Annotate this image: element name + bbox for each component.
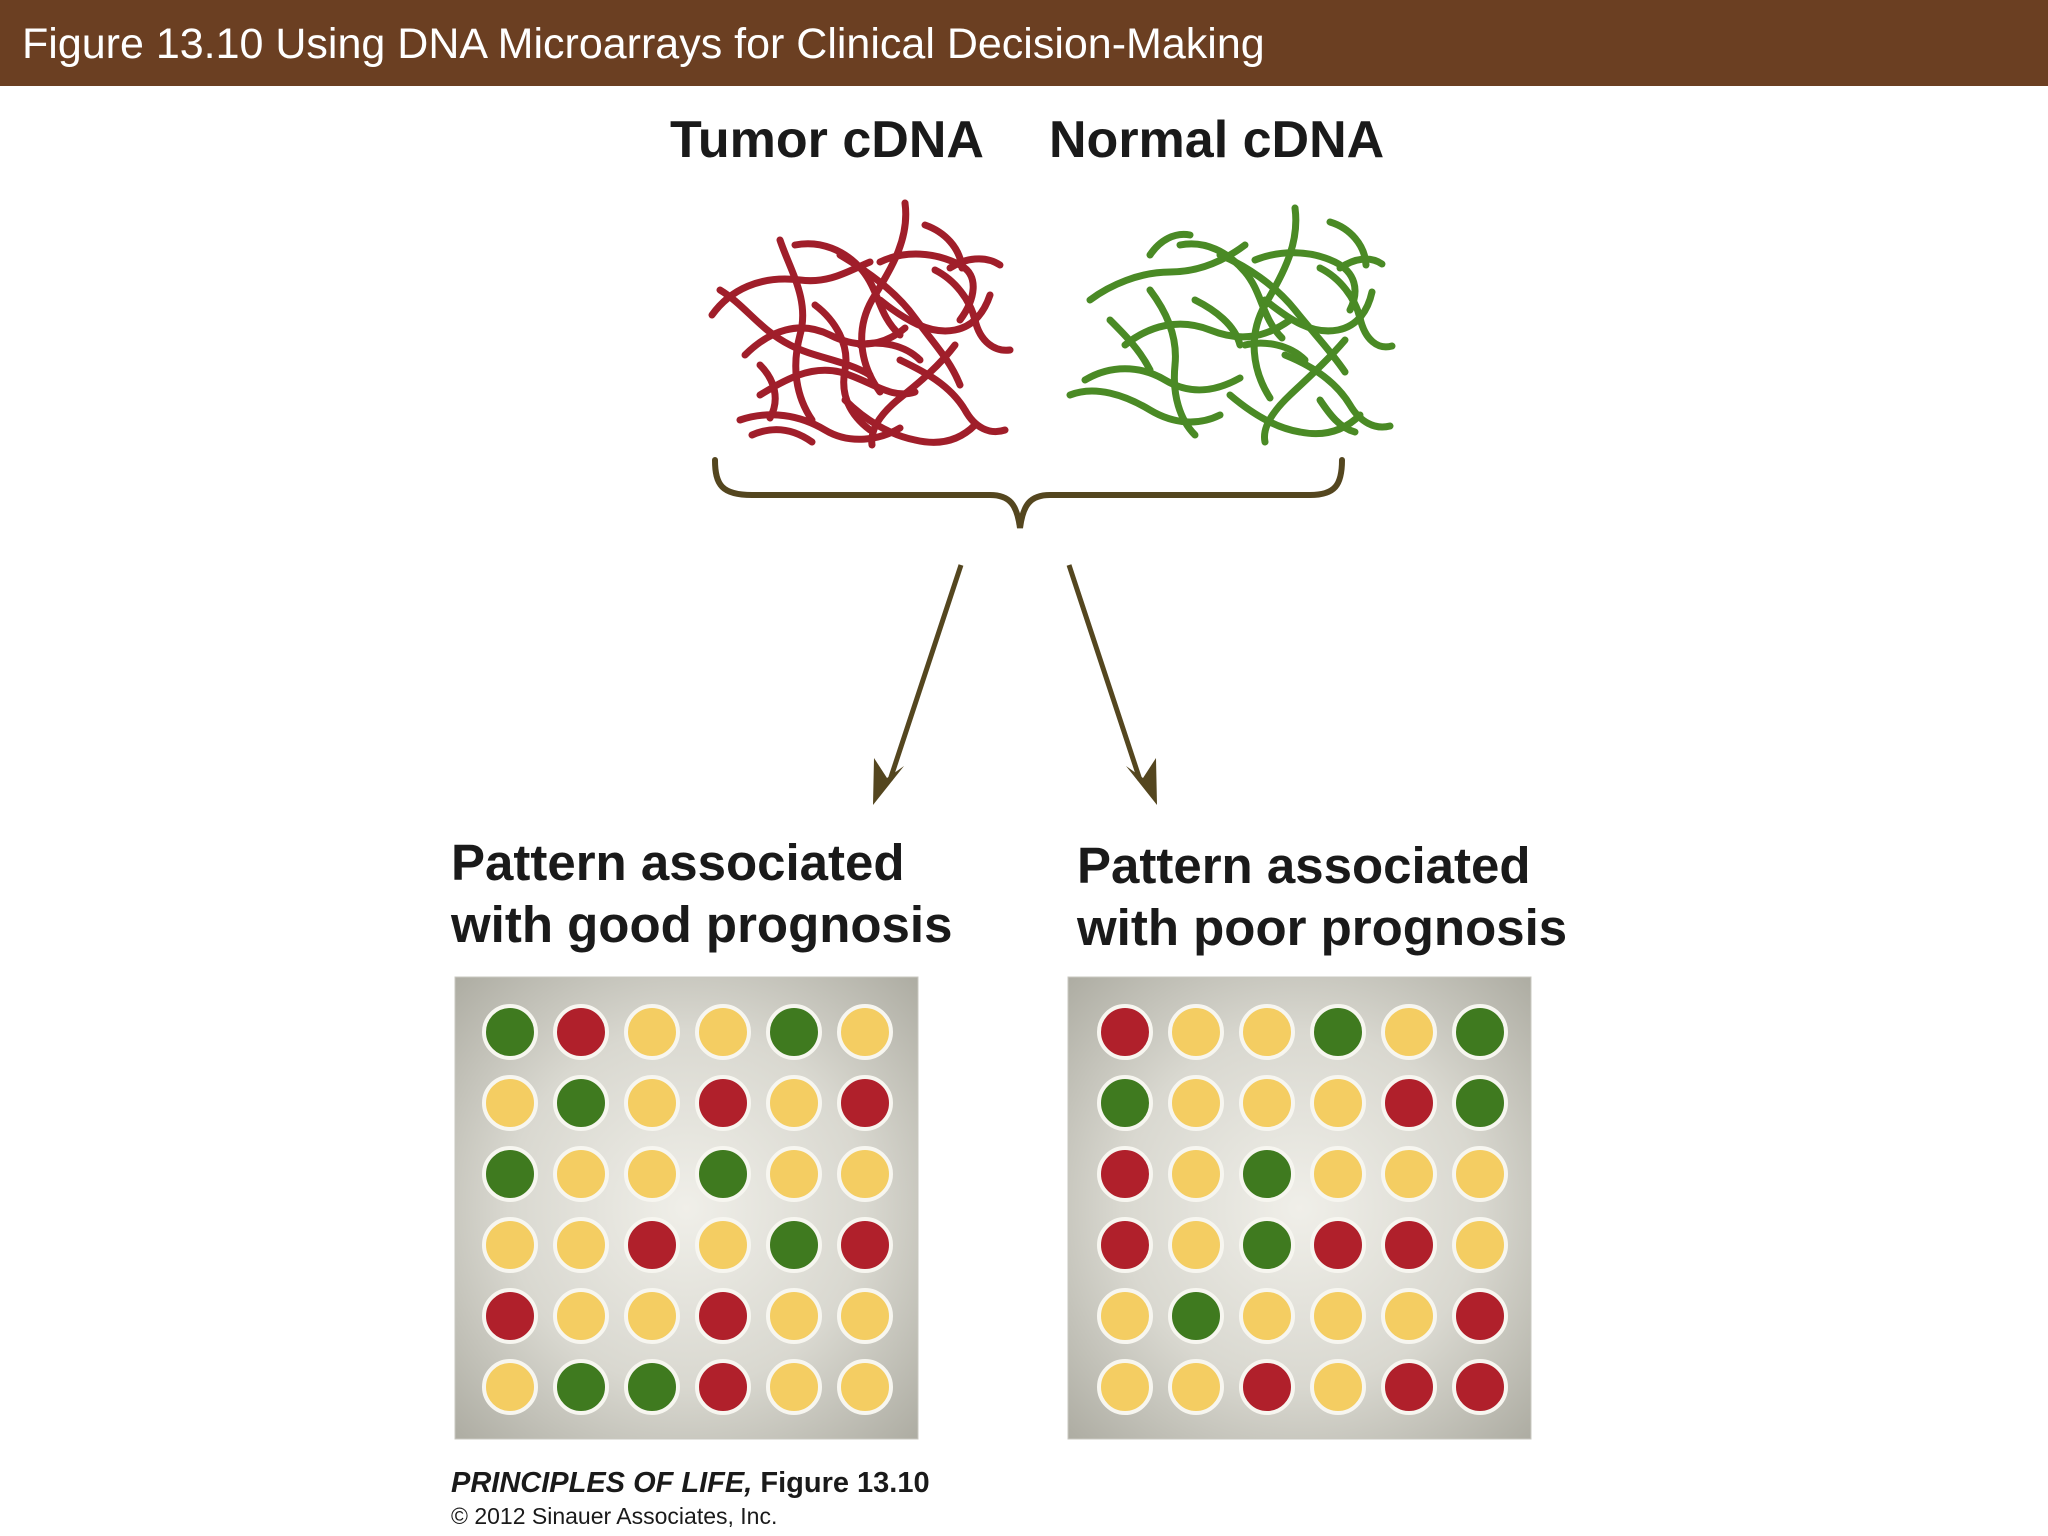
poor-spot-red xyxy=(1381,1359,1437,1415)
poor-spot-yellow xyxy=(1097,1359,1153,1415)
poor-spot-yellow xyxy=(1168,1075,1224,1131)
good-spot-yellow xyxy=(624,1146,680,1202)
good-spot-yellow xyxy=(695,1004,751,1060)
poor-spot-green xyxy=(1097,1075,1153,1131)
good-spot-red xyxy=(624,1217,680,1273)
poor-spot-yellow xyxy=(1310,1075,1366,1131)
figure-title: Figure 13.10 Using DNA Microarrays for C… xyxy=(22,20,1265,68)
poor-spot-red xyxy=(1097,1146,1153,1202)
normal-cdna-strands xyxy=(1066,204,1396,446)
poor-spot-yellow xyxy=(1168,1359,1224,1415)
combining-brace xyxy=(712,457,1345,529)
tumor-cdna-label: Tumor cDNA xyxy=(670,111,984,169)
good-spot-yellow xyxy=(837,1146,893,1202)
good-spot-green xyxy=(553,1359,609,1415)
book-title: PRINCIPLES OF LIFE, xyxy=(451,1467,753,1499)
good-spot-yellow xyxy=(553,1146,609,1202)
poor-spot-red xyxy=(1310,1217,1366,1273)
good-spot-yellow xyxy=(837,1004,893,1060)
good-spot-red xyxy=(553,1004,609,1060)
poor-spot-yellow xyxy=(1239,1288,1295,1344)
poor-spot-green xyxy=(1168,1288,1224,1344)
poor-spot-yellow xyxy=(1168,1146,1224,1202)
good-spot-red xyxy=(482,1288,538,1344)
poor-spot-yellow xyxy=(1452,1217,1508,1273)
poor-spot-red xyxy=(1097,1217,1153,1273)
normal-cdna-label: Normal cDNA xyxy=(1049,111,1385,169)
title-bar: Figure 13.10 Using DNA Microarrays for C… xyxy=(0,0,2048,86)
poor-spot-red xyxy=(1381,1075,1437,1131)
good-spot-red xyxy=(695,1359,751,1415)
good-spot-red xyxy=(695,1288,751,1344)
poor-spot-yellow xyxy=(1168,1004,1224,1060)
good-spot-green xyxy=(624,1359,680,1415)
poor-spot-yellow xyxy=(1381,1288,1437,1344)
good-prognosis-label-line1: Pattern associated xyxy=(451,834,905,891)
good-spot-red xyxy=(695,1075,751,1131)
poor-spot-yellow xyxy=(1310,1288,1366,1344)
good-spot-yellow xyxy=(766,1288,822,1344)
arrow-head-good xyxy=(873,758,904,805)
good-spot-red xyxy=(837,1075,893,1131)
good-spot-green xyxy=(553,1075,609,1131)
poor-spot-yellow xyxy=(1452,1146,1508,1202)
figure-number: Figure 13.10 xyxy=(752,1467,930,1499)
good-spot-green xyxy=(766,1217,822,1273)
poor-spot-green xyxy=(1239,1146,1295,1202)
good-spot-yellow xyxy=(695,1217,751,1273)
good-spot-yellow xyxy=(553,1288,609,1344)
poor-spot-yellow xyxy=(1239,1004,1295,1060)
good-spot-yellow xyxy=(553,1217,609,1273)
poor-spot-red xyxy=(1239,1359,1295,1415)
poor-spot-red xyxy=(1452,1288,1508,1344)
good-spot-yellow xyxy=(482,1359,538,1415)
tumor-cdna-strands xyxy=(708,199,1014,449)
arrow-to-good-prognosis xyxy=(887,564,964,781)
good-spot-green xyxy=(482,1004,538,1060)
microarray-plate-poor xyxy=(1067,976,1532,1440)
good-spot-yellow xyxy=(766,1075,822,1131)
poor-spot-red xyxy=(1381,1217,1437,1273)
poor-spot-red xyxy=(1097,1004,1153,1060)
good-spot-yellow xyxy=(624,1004,680,1060)
good-spot-yellow xyxy=(766,1146,822,1202)
poor-spot-green xyxy=(1310,1004,1366,1060)
poor-spot-green xyxy=(1452,1004,1508,1060)
arrow-to-poor-prognosis xyxy=(1066,564,1143,781)
poor-spot-yellow xyxy=(1310,1359,1366,1415)
figure-credit: PRINCIPLES OF LIFE, Figure 13.10 xyxy=(451,1466,930,1500)
poor-prognosis-label-line2: with poor prognosis xyxy=(1077,899,1568,956)
arrow-head-poor xyxy=(1126,758,1157,805)
good-spot-green xyxy=(766,1004,822,1060)
poor-prognosis-label-line1: Pattern associated xyxy=(1077,837,1531,894)
good-spot-yellow xyxy=(837,1359,893,1415)
poor-spot-green xyxy=(1452,1075,1508,1131)
poor-spot-yellow xyxy=(1310,1146,1366,1202)
good-spot-yellow xyxy=(482,1217,538,1273)
good-spot-yellow xyxy=(766,1359,822,1415)
poor-spot-yellow xyxy=(1381,1004,1437,1060)
poor-spot-yellow xyxy=(1239,1075,1295,1131)
good-spot-green xyxy=(695,1146,751,1202)
microarray-spots-good xyxy=(482,1004,893,1415)
copyright-notice: © 2012 Sinauer Associates, Inc. xyxy=(451,1503,778,1529)
good-spot-yellow xyxy=(624,1288,680,1344)
poor-spot-green xyxy=(1239,1217,1295,1273)
poor-spot-yellow xyxy=(1097,1288,1153,1344)
poor-spot-yellow xyxy=(1381,1146,1437,1202)
good-spot-red xyxy=(837,1217,893,1273)
microarray-spots-poor xyxy=(1097,1004,1508,1415)
good-spot-yellow xyxy=(624,1075,680,1131)
good-spot-yellow xyxy=(482,1075,538,1131)
good-spot-yellow xyxy=(837,1288,893,1344)
good-prognosis-label-line2: with good prognosis xyxy=(451,896,953,953)
poor-spot-red xyxy=(1452,1359,1508,1415)
good-spot-green xyxy=(482,1146,538,1202)
poor-spot-yellow xyxy=(1168,1217,1224,1273)
microarray-plate-good xyxy=(454,976,919,1440)
